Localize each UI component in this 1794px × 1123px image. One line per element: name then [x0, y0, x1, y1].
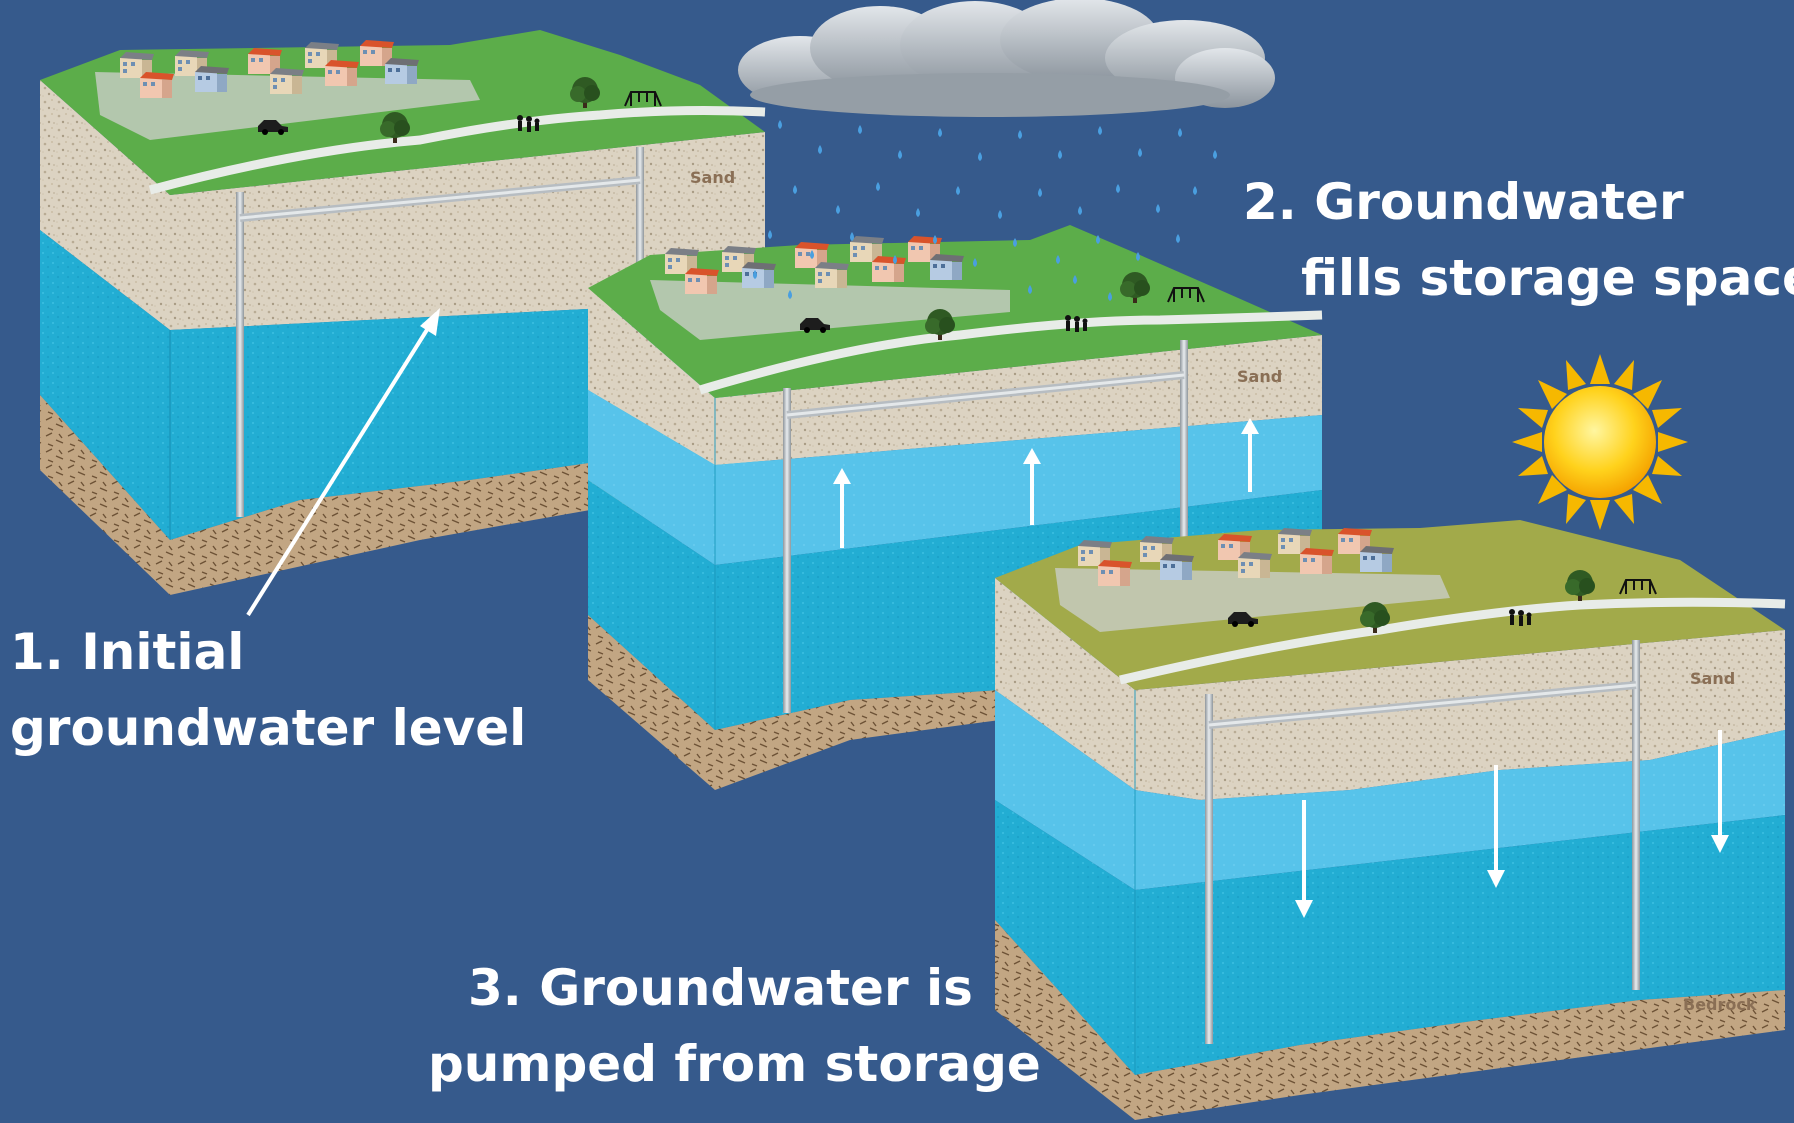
block-3-sand-label: Sand: [1690, 669, 1735, 688]
falling-water-arrows: [1295, 730, 1729, 918]
caption-2-line-2: fills storage space: [1301, 249, 1794, 307]
block-2-stored-water-layer: [588, 390, 1322, 565]
block-3-bedrock-label: Bedrock: [1683, 995, 1757, 1014]
block-3-pumped-from-storage: Sand Bedrock: [995, 520, 1786, 1120]
down-arrow-icon: [1711, 730, 1729, 853]
block-3-ground-surface: [995, 520, 1785, 690]
caption-initial-groundwater-level: 1. Initial groundwater level: [10, 614, 526, 766]
sun-icon: [1512, 354, 1688, 530]
caption-3-line-1: 3. Groundwater is: [468, 959, 973, 1017]
down-arrow-icon: [1487, 765, 1505, 888]
caption-1-line-2: groundwater level: [10, 699, 527, 757]
initial-level-pointer: [246, 308, 440, 617]
block-1-sand-label: Sand: [690, 168, 735, 187]
caption-groundwater-fills-storage: 2. Groundwater fills storage space: [1243, 164, 1794, 316]
block-2-fills-storage: Sand: [588, 225, 1323, 790]
block-3-bedrock-layer: [995, 920, 1785, 1120]
block-2-sand-label: Sand: [1237, 367, 1282, 386]
caption-1-line-1: 1. Initial: [10, 623, 245, 681]
block-3-water-layer: [995, 800, 1785, 1075]
block-2-sand-layer: [588, 288, 1322, 465]
up-arrow-icon: [1023, 448, 1041, 525]
block-2-bedrock-layer: [588, 615, 1000, 790]
caption-2-line-1: 2. Groundwater: [1243, 173, 1684, 231]
up-arrow-icon: [1241, 418, 1259, 492]
rain-cloud-icon: [738, 0, 1275, 117]
block-3-sand-layer: [995, 578, 1785, 800]
block-3-depleted-storage: [995, 690, 1785, 890]
down-arrow-icon: [1295, 800, 1313, 918]
block-1-bedrock-layer: [40, 395, 765, 595]
caption-groundwater-pumped: 3. Groundwater is pumped from storage: [428, 950, 1041, 1102]
caption-3-line-2: pumped from storage: [428, 1035, 1041, 1093]
up-arrow-icon: [833, 468, 851, 548]
rising-water-arrows: [833, 418, 1259, 548]
block-1-water-layer: [40, 230, 765, 540]
block-1-initial-level: Sand: [40, 30, 766, 595]
